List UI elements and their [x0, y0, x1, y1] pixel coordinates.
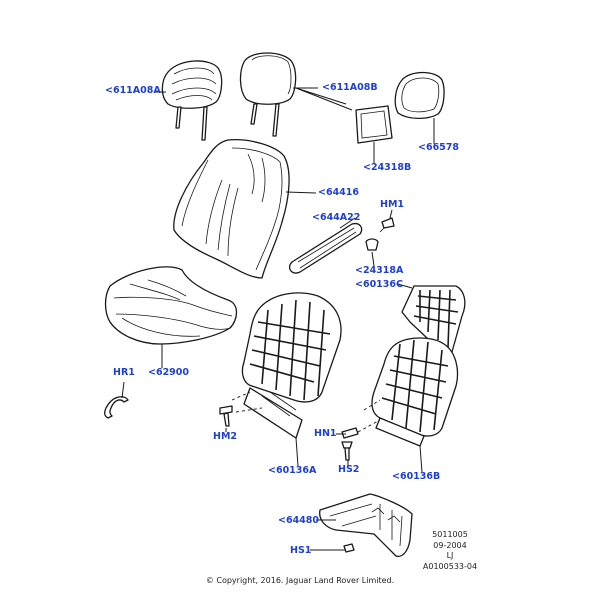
label-64480[interactable]: <64480 [278, 515, 320, 526]
label-hs2[interactable]: HS2 [338, 464, 360, 475]
cushion-cover-62900[interactable] [104, 266, 238, 345]
screw-hs1[interactable] [343, 543, 355, 553]
label-611a08b[interactable]: <611A08B [322, 82, 378, 93]
headrest-611a08b[interactable] [239, 52, 297, 137]
drawing-reference-block: 5011005 09-2004 LJ A0100533-04 [420, 531, 480, 573]
label-66578[interactable]: <66578 [418, 142, 460, 153]
base-trim-64480[interactable] [319, 493, 413, 558]
clip-24318a[interactable] [365, 238, 379, 251]
backrest-cover-64416[interactable] [173, 139, 290, 279]
label-24318b[interactable]: <24318B [363, 162, 412, 173]
backrest-frame-60136a[interactable] [241, 292, 342, 439]
label-24318a[interactable]: <24318A [355, 265, 404, 276]
side-trim-644a22[interactable] [288, 222, 363, 274]
headrest-611a08a[interactable] [161, 60, 223, 141]
fastener-hn1[interactable] [341, 427, 359, 439]
label-hm2[interactable]: HM2 [213, 431, 238, 442]
label-62900[interactable]: <62900 [148, 367, 190, 378]
headrest-cover-66578[interactable] [394, 71, 445, 120]
drawing-date: 09-2004 [433, 540, 467, 550]
trim-panel-24318b[interactable] [355, 105, 393, 144]
label-hm1[interactable]: HM1 [380, 199, 405, 210]
label-hn1[interactable]: HN1 [314, 428, 337, 439]
drawing-initials: LJ [446, 551, 454, 560]
fastener-hs2[interactable] [341, 441, 353, 461]
backrest-frame-60136b[interactable] [371, 337, 459, 447]
label-64416[interactable]: <64416 [318, 187, 360, 198]
copyright-text: © Copyright, 2016. Jaguar Land Rover Lim… [205, 576, 395, 585]
label-60136b[interactable]: <60136B [392, 471, 441, 482]
label-hr1[interactable]: HR1 [113, 367, 135, 378]
leader-lines [121, 87, 435, 551]
drawing-code: 5011005 [432, 530, 468, 539]
label-611a08a[interactable]: <611A08A [105, 85, 161, 96]
fastener-hm2[interactable] [219, 405, 233, 427]
retainer-hr1[interactable] [104, 396, 129, 419]
label-hs1[interactable]: HS1 [290, 545, 312, 556]
screw-hm1[interactable] [379, 217, 395, 233]
label-60136a[interactable]: <60136A [268, 465, 317, 476]
label-644a22[interactable]: <644A22 [312, 212, 361, 223]
drawing-ref: A0100533-04 [422, 561, 478, 571]
label-60136c[interactable]: <60136C [355, 279, 403, 290]
